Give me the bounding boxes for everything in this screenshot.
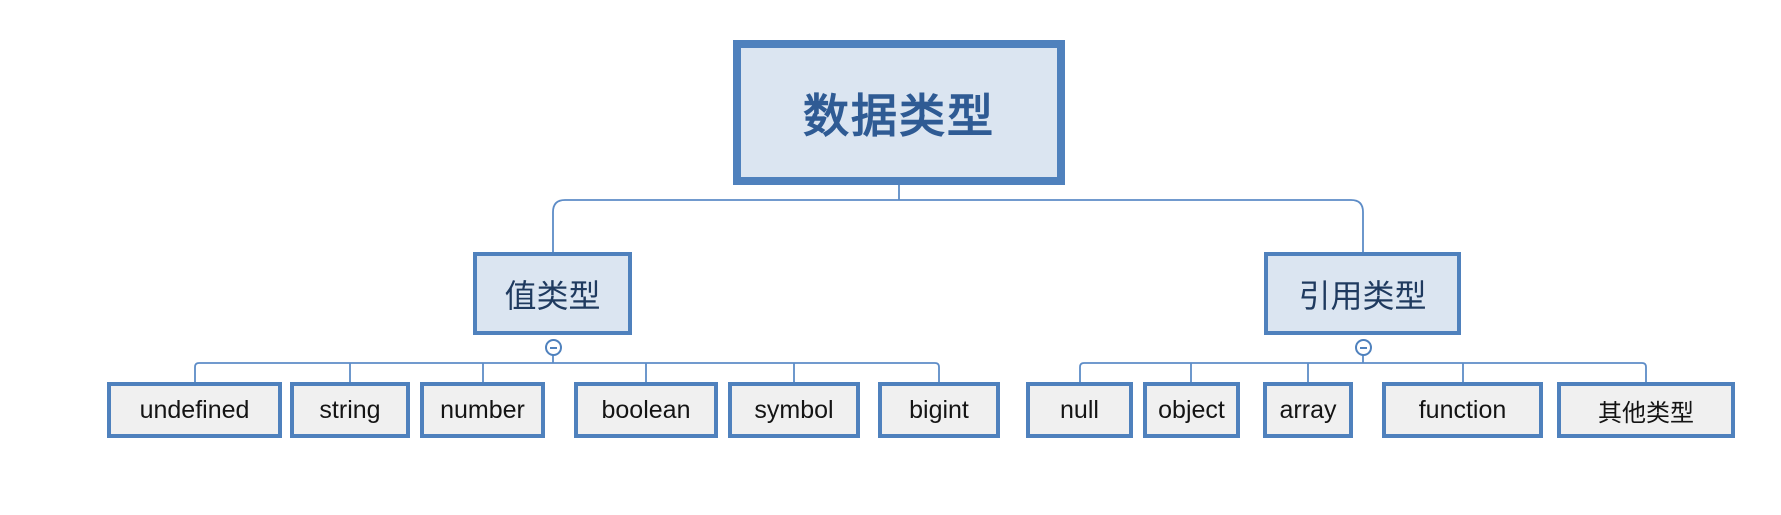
leaf-node-label: number bbox=[440, 395, 525, 424]
branch-node-reference-types[interactable]: 引用类型 bbox=[1264, 252, 1461, 335]
root-node-label: 数据类型 bbox=[803, 89, 995, 142]
leaf-node-label: boolean bbox=[601, 395, 691, 424]
leaf-node-label: 其他类型 bbox=[1598, 399, 1694, 427]
leaf-node-symbol[interactable]: symbol bbox=[728, 382, 860, 438]
leaf-node-string[interactable]: string bbox=[290, 382, 410, 438]
root-node-data-types[interactable]: 数据类型 bbox=[733, 40, 1065, 185]
leaf-node-label: object bbox=[1158, 395, 1225, 424]
minus-circle-icon[interactable] bbox=[545, 339, 562, 356]
leaf-node-other-types[interactable]: 其他类型 bbox=[1557, 382, 1735, 438]
connector-reference-bus bbox=[1079, 362, 1647, 382]
leaf-node-label: undefined bbox=[139, 395, 250, 424]
leaf-node-array[interactable]: array bbox=[1263, 382, 1353, 438]
leaf-node-number[interactable]: number bbox=[420, 382, 545, 438]
leaf-node-bigint[interactable]: bigint bbox=[878, 382, 1000, 438]
leaf-node-label: array bbox=[1279, 395, 1337, 424]
connector-root-bus bbox=[552, 199, 1364, 252]
minus-circle-icon[interactable] bbox=[1355, 339, 1372, 356]
leaf-node-label: bigint bbox=[909, 395, 969, 424]
leaf-node-label: null bbox=[1060, 395, 1099, 424]
leaf-node-undefined[interactable]: undefined bbox=[107, 382, 282, 438]
branch-node-label: 值类型 bbox=[504, 277, 601, 314]
leaf-node-null[interactable]: null bbox=[1026, 382, 1133, 438]
leaf-node-label: function bbox=[1418, 395, 1507, 424]
leaf-node-function[interactable]: function bbox=[1382, 382, 1543, 438]
leaf-node-object[interactable]: object bbox=[1143, 382, 1240, 438]
branch-node-label: 引用类型 bbox=[1298, 277, 1427, 314]
leaf-node-label: string bbox=[319, 395, 381, 424]
leaf-node-boolean[interactable]: boolean bbox=[574, 382, 718, 438]
leaf-node-label: symbol bbox=[754, 395, 834, 424]
connector-value-bus bbox=[194, 362, 940, 382]
branch-node-value-types[interactable]: 值类型 bbox=[473, 252, 632, 335]
